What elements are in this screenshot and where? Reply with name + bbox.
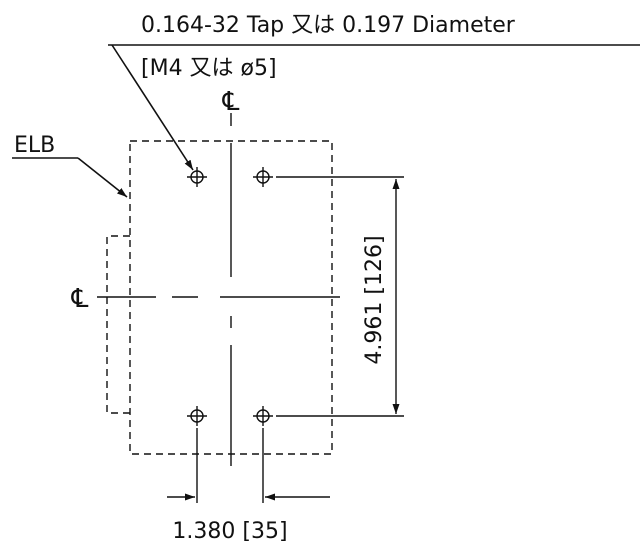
- mounting-hole-bottom-right: [253, 406, 273, 426]
- centerline-horizontal-symbol: ℄: [71, 284, 89, 314]
- horizontal-dimension-label: 1.380 [35]: [172, 519, 287, 544]
- tap-note-metric-label: [M4 又は ø5]: [141, 56, 277, 81]
- elb-side-tab: [106, 235, 130, 414]
- elb-label: ELB: [14, 133, 55, 158]
- mounting-hole-top-left: [187, 167, 207, 187]
- centerline-vertical-symbol: ℄: [222, 87, 240, 117]
- mounting-hole-bottom-left: [187, 406, 207, 426]
- horizontal-dimension: [167, 428, 330, 503]
- mounting-hole-top-right: [253, 167, 273, 187]
- elb-leader: [12, 157, 128, 198]
- tap-note-label: 0.164-32 Tap 又は 0.197 Diameter: [141, 13, 516, 38]
- vertical-dimension-label: 4.961 [126]: [362, 235, 387, 364]
- tap-note-leader: [108, 44, 640, 171]
- vertical-dimension: [276, 176, 404, 417]
